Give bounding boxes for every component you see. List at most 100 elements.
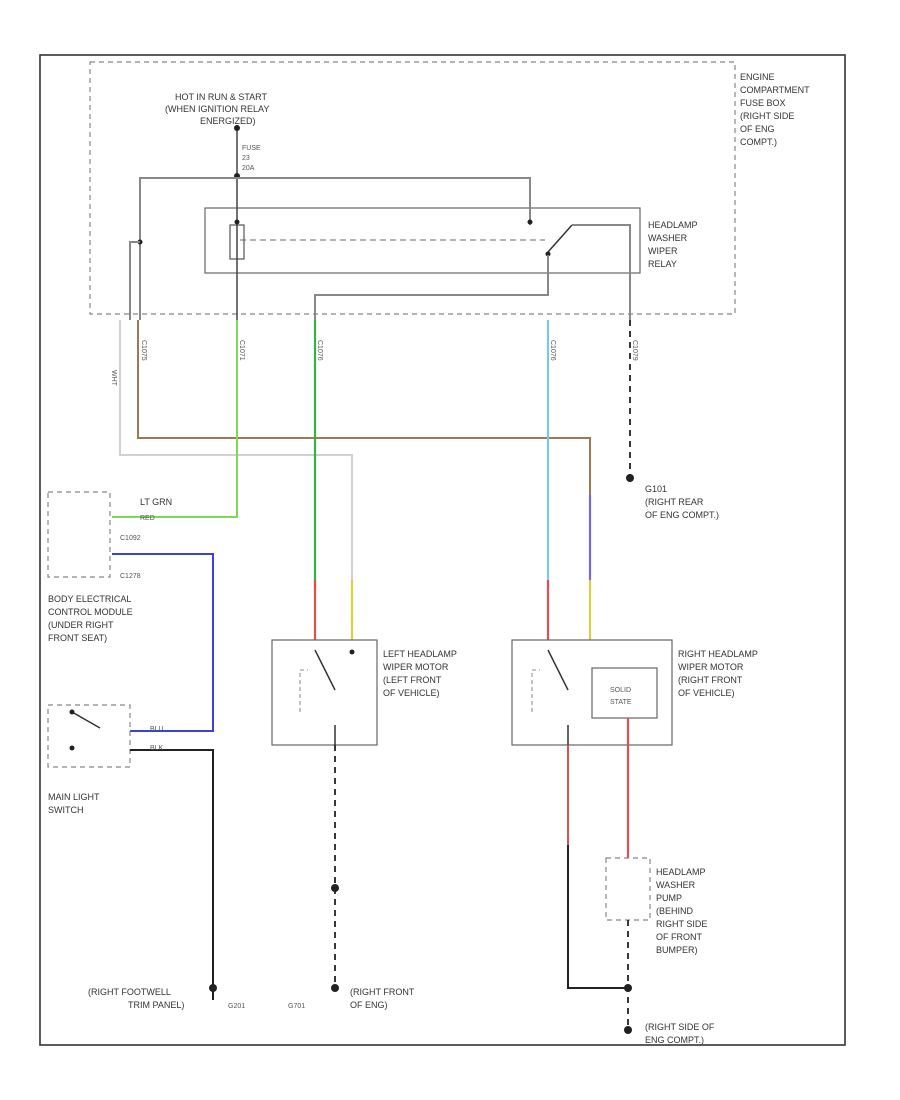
- label-g101-2: (RIGHT REAR: [645, 497, 704, 507]
- label-pump-2: WASHER: [656, 880, 696, 890]
- label-right-motor-4: OF VEHICLE): [678, 688, 735, 698]
- label-left-motor-1: LEFT HEADLAMP: [383, 649, 457, 659]
- label-fuse-box-2: COMPARTMENT: [740, 85, 810, 95]
- left-motor-blade: [314, 649, 336, 691]
- labels: HOT IN RUN & START (WHEN IGNITION RELAY …: [48, 72, 810, 1045]
- svg-text:C1071: C1071: [238, 340, 245, 361]
- svg-text:C1076: C1076: [316, 340, 323, 361]
- label-right-motor-1: RIGHT HEADLAMP: [678, 649, 758, 659]
- label-g201: G201: [228, 1003, 245, 1010]
- label-fuse-box-1: ENGINE: [740, 72, 775, 82]
- switch-dot-a: [69, 709, 75, 715]
- label-left-motor-2: WIPER MOTOR: [383, 662, 449, 672]
- solid-state-box: [591, 667, 658, 719]
- label-relay-3: WIPER: [648, 246, 678, 256]
- switch-box: [47, 704, 131, 768]
- fuse-top-dot: [234, 125, 240, 131]
- label-switch-2: SWITCH: [48, 805, 84, 815]
- label-pump-6: OF FRONT: [656, 932, 702, 942]
- label-bcm-2: CONTROL MODULE: [48, 607, 133, 617]
- wire-blk-pump: [567, 845, 628, 989]
- relay-box: [204, 207, 641, 274]
- mid-bus: [314, 255, 549, 325]
- label-g101-3: OF ENG COMPT.): [645, 510, 719, 520]
- svg-text:WHT: WHT: [110, 370, 117, 387]
- label-bcm-3: (UNDER RIGHT: [48, 620, 114, 630]
- label-pump-4: (BEHIND: [656, 906, 694, 916]
- top-bus: [139, 177, 531, 320]
- relay-coil-dot: [234, 219, 240, 225]
- left-motor-dashed: [299, 669, 308, 712]
- fuse-box-outline: [89, 61, 736, 315]
- switch-dot-b: [69, 745, 75, 751]
- right-motor-blade: [547, 649, 569, 691]
- label-pump-1: HEADLAMP: [656, 867, 706, 877]
- label-bcm-4: FRONT SEAT): [48, 633, 107, 643]
- relay-switch-dot-b: [545, 251, 551, 257]
- relay-left-bus: [129, 241, 140, 320]
- label-hot-energized: ENERGIZED): [200, 116, 256, 126]
- label-solid-2: STATE: [610, 699, 632, 706]
- pin-labels: WHT C1075 C1071 C1076 C1076 C1079: [110, 340, 638, 387]
- label-fuse-box-6: COMPT.): [740, 137, 777, 147]
- label-right-motor-3: (RIGHT FRONT: [678, 675, 743, 685]
- label-hot-in-run: HOT IN RUN & START: [175, 92, 268, 102]
- wire-blk-switch: [130, 749, 214, 1000]
- label-fuse-box-3: FUSE BOX: [740, 98, 786, 108]
- left-motor-dot: [349, 649, 355, 655]
- label-wire-red: RED: [140, 515, 155, 522]
- label-relay-4: RELAY: [648, 259, 677, 269]
- wire-blu: [112, 553, 214, 732]
- label-conn-c1: C1092: [120, 535, 141, 542]
- g701-ground-dot: [331, 884, 339, 892]
- relay-switch-dot-a: [527, 219, 533, 225]
- relay-switch-blade: [547, 224, 573, 253]
- label-side-eng-1: (RIGHT SIDE OF: [645, 1022, 715, 1032]
- label-relay-2: WASHER: [648, 233, 688, 243]
- label-footwell-1: (RIGHT FOOTWELL: [88, 987, 171, 997]
- label-wire-lt-grn: LT GRN: [140, 497, 172, 507]
- label-wire-blk: BLK: [150, 745, 164, 752]
- diagram-frame: [39, 54, 846, 1046]
- label-fuse-box-4: (RIGHT SIDE: [740, 111, 794, 121]
- label-g701: G701: [288, 1003, 305, 1010]
- label-solid-1: SOLID: [610, 687, 631, 694]
- switch-blade: [71, 711, 101, 729]
- label-pump-3: PUMP: [656, 893, 682, 903]
- svg-text:C1079: C1079: [631, 340, 638, 361]
- pump-box: [605, 857, 651, 921]
- g701-ground-dot-2: [331, 984, 339, 992]
- right-motor-box: [511, 639, 673, 746]
- g101-ground-dot: [626, 474, 634, 482]
- label-side-eng-2: ENG COMPT.): [645, 1035, 704, 1045]
- label-fuse-amp: 20A: [242, 165, 255, 172]
- label-left-motor-3: (LEFT FRONT: [383, 675, 442, 685]
- label-left-motor-4: OF VEHICLE): [383, 688, 440, 698]
- relay-switch-return: [572, 224, 631, 320]
- label-switch-1: MAIN LIGHT: [48, 792, 100, 802]
- label-hot-when: (WHEN IGNITION RELAY: [165, 104, 269, 114]
- label-g101-1: G101: [645, 484, 667, 494]
- label-footwell-2: TRIM PANEL): [128, 1000, 184, 1010]
- wire-lt-grn: [112, 320, 238, 518]
- label-conn-c2: C1278: [120, 573, 141, 580]
- svg-text:C1076: C1076: [549, 340, 556, 361]
- label-relay-1: HEADLAMP: [648, 220, 698, 230]
- label-bcm-1: BODY ELECTRICAL: [48, 594, 131, 604]
- label-fuse-box-5: OF ENG: [740, 124, 775, 134]
- label-fuse-num: 23: [242, 155, 250, 162]
- svg-text:C1075: C1075: [140, 340, 147, 361]
- pump-ground-dot: [624, 984, 632, 992]
- label-wire-blu: BLU: [150, 726, 164, 733]
- label-fuse: FUSE: [242, 145, 261, 152]
- label-front-eng-1: (RIGHT FRONT: [350, 987, 415, 997]
- label-pump-7: BUMPER): [656, 945, 698, 955]
- bcm-box: [47, 491, 111, 578]
- g201-ground-dot: [209, 984, 217, 992]
- left-motor-box: [271, 639, 378, 746]
- right-motor-dashed: [531, 669, 540, 712]
- label-pump-5: RIGHT SIDE: [656, 919, 707, 929]
- label-front-eng-2: OF ENG): [350, 1000, 388, 1010]
- label-right-motor-2: WIPER MOTOR: [678, 662, 744, 672]
